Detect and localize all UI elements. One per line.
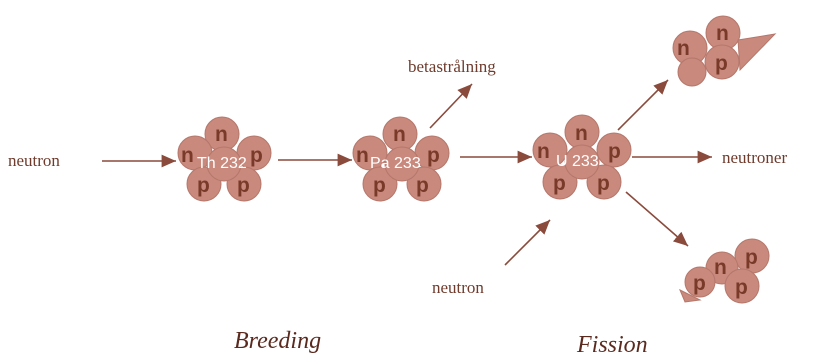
svg-text:p: p — [197, 174, 210, 197]
svg-text:p: p — [373, 174, 386, 197]
nucleus-pa233: n n p p p Pa 233 — [353, 117, 449, 201]
nucleus-label-th: Th 232 — [197, 155, 247, 172]
arrow-u-to-fragment-top — [618, 80, 668, 130]
arrow-beta — [430, 84, 472, 128]
fission-fragment-top: n n p — [673, 16, 775, 86]
svg-text:n: n — [393, 123, 406, 146]
label-neutron-lower: neutron — [432, 278, 484, 297]
label-neutrons-out: neutroner — [722, 148, 787, 167]
svg-text:n: n — [356, 144, 369, 167]
svg-text:p: p — [608, 140, 621, 163]
svg-text:p: p — [693, 272, 706, 295]
svg-text:n: n — [677, 37, 690, 60]
svg-text:n: n — [575, 122, 588, 145]
svg-text:p: p — [416, 174, 429, 197]
fission-fragment-bottom: p n p p — [680, 239, 769, 303]
caption-fission: Fission — [576, 332, 648, 358]
svg-text:n: n — [537, 140, 550, 163]
svg-text:p: p — [735, 276, 748, 299]
svg-text:n: n — [215, 123, 228, 146]
nucleus-label-u: U 233 — [556, 153, 599, 170]
caption-breeding: Breeding — [234, 328, 321, 354]
svg-text:p: p — [715, 52, 728, 75]
svg-text:p: p — [250, 144, 263, 167]
svg-text:n: n — [714, 256, 727, 279]
arrow-u-to-fragment-bottom — [626, 192, 688, 246]
arrow-neutron-lower — [505, 220, 550, 265]
label-neutron-in: neutron — [8, 151, 60, 170]
svg-text:p: p — [745, 246, 758, 269]
svg-text:n: n — [716, 22, 729, 45]
svg-text:p: p — [427, 144, 440, 167]
svg-text:p: p — [553, 172, 566, 195]
nucleus-u233: n n p p p U 233 — [533, 115, 631, 199]
svg-text:n: n — [181, 144, 194, 167]
nucleus-th232: n n p p p Th 232 — [178, 117, 271, 201]
nucleus-label-pa: Pa 233 — [370, 155, 421, 172]
svg-text:p: p — [237, 174, 250, 197]
svg-text:p: p — [597, 172, 610, 195]
label-beta-radiation: betastrålning — [408, 57, 496, 76]
